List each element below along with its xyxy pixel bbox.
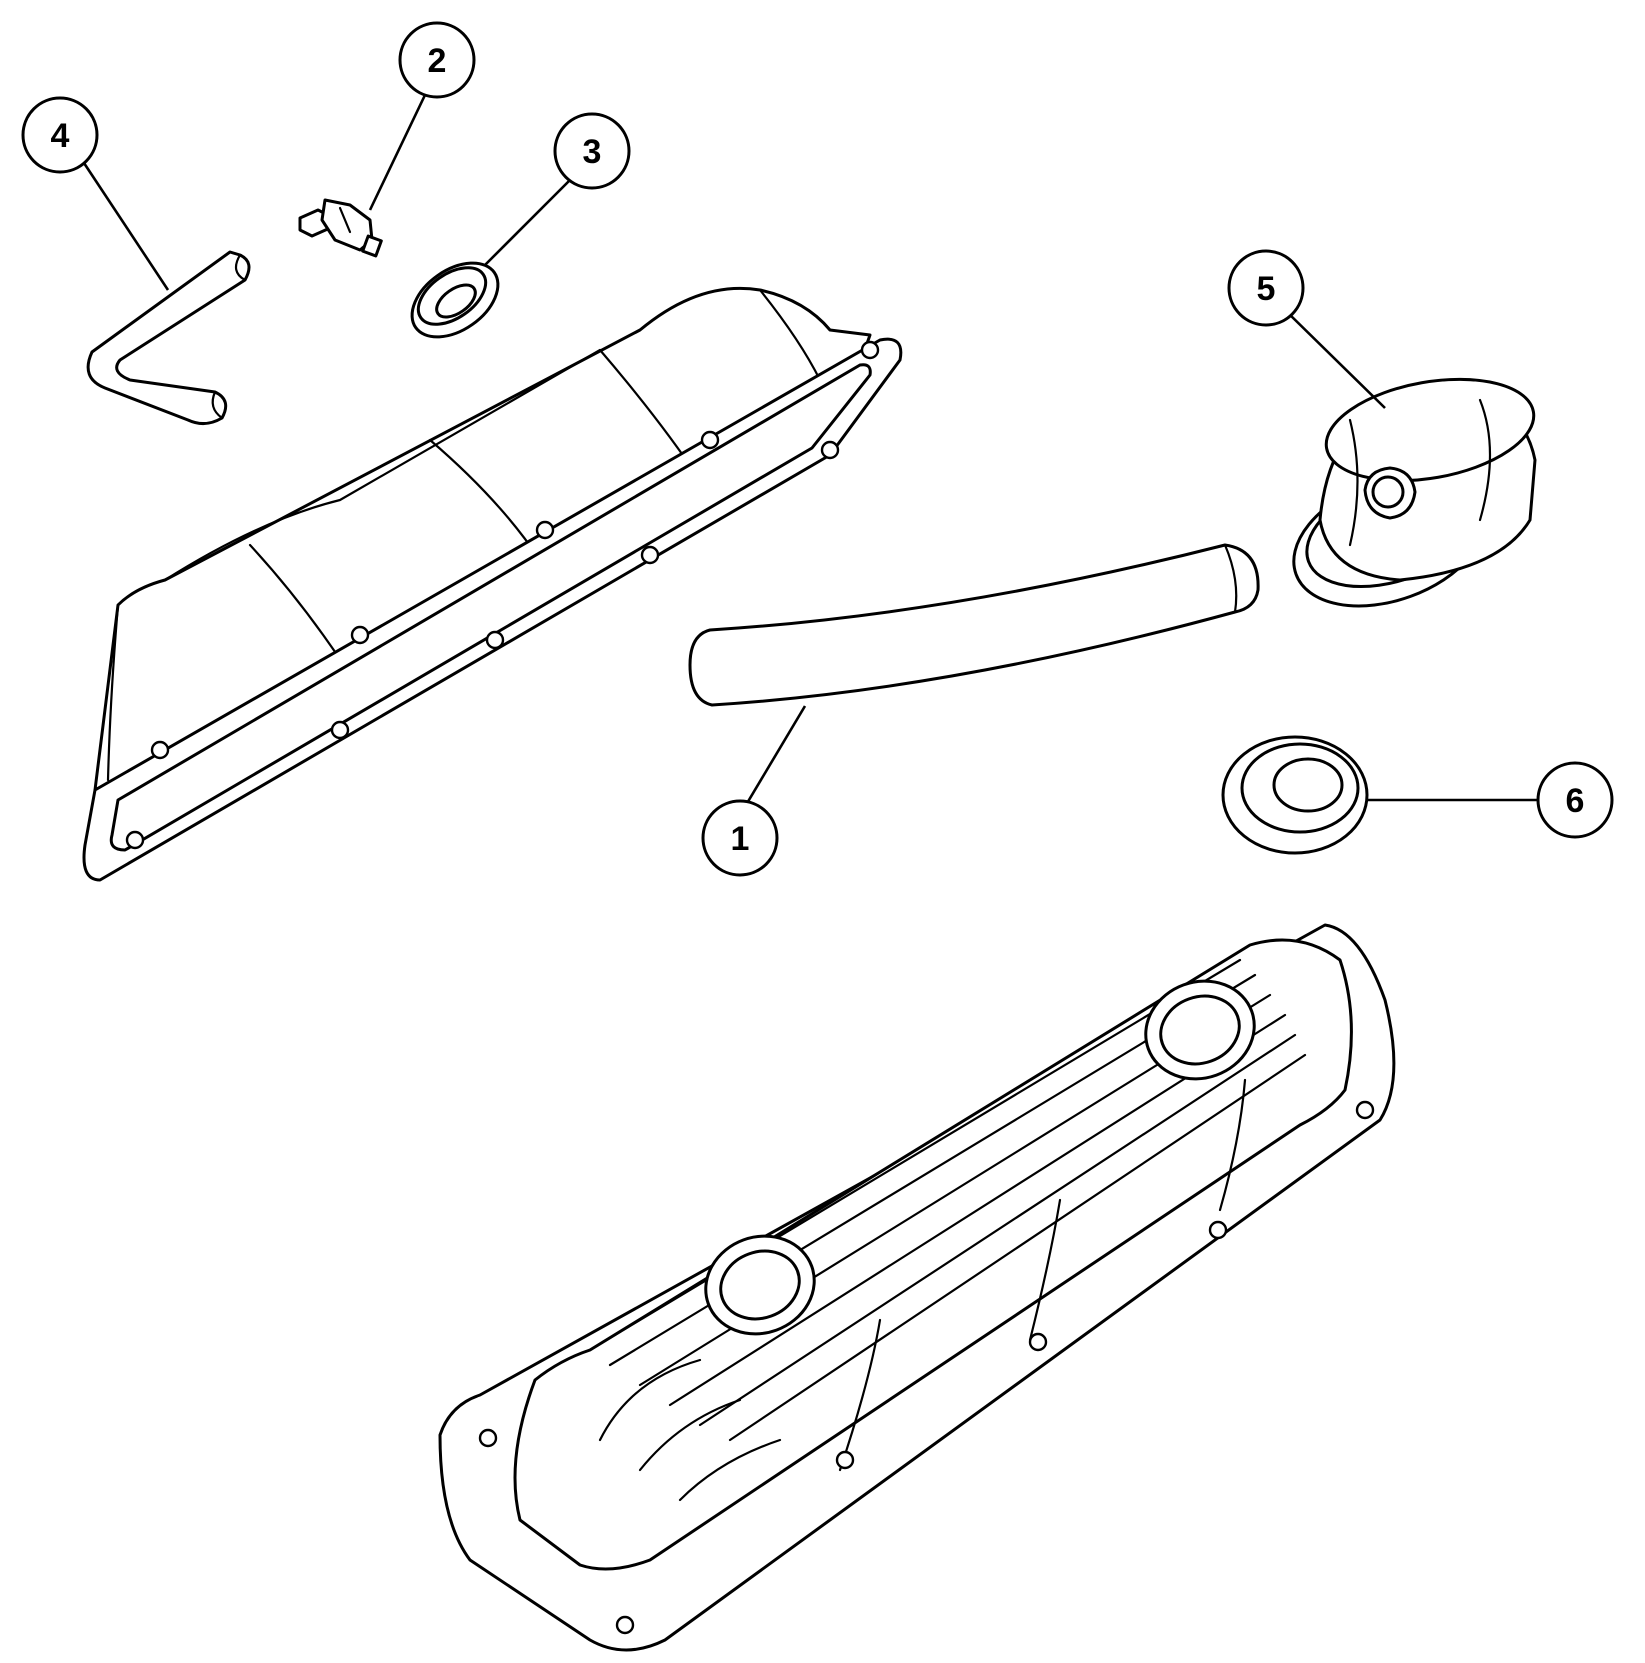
pcv-valve-part	[298, 198, 383, 258]
callout-6: 6	[1536, 761, 1614, 839]
leader-line-4	[80, 159, 170, 291]
callout-5: 5	[1227, 249, 1305, 327]
leader-line-2	[368, 94, 427, 211]
pcv-hose-part	[86, 250, 251, 425]
pcv-grommet-part	[410, 261, 500, 339]
svg-text:2: 2	[428, 42, 447, 80]
callout-2: 2	[398, 21, 476, 99]
svg-text:4: 4	[51, 117, 70, 155]
svg-text:1: 1	[731, 820, 750, 858]
svg-text:5: 5	[1257, 270, 1276, 308]
breather-hose-part	[688, 543, 1260, 707]
leader-line-1	[738, 705, 807, 816]
svg-text:6: 6	[1566, 782, 1585, 820]
callout-4: 4	[21, 96, 99, 174]
leader-line-5	[1284, 309, 1386, 409]
callout-3: 3	[553, 112, 631, 190]
breather-grommet-part	[1221, 735, 1369, 855]
valve-cover-gasket-part	[82, 286, 903, 882]
svg-text:3: 3	[583, 133, 602, 171]
callout-1: 1	[701, 799, 779, 877]
valve-cover-part	[438, 923, 1396, 1652]
leader-line-3	[484, 179, 571, 266]
breather-cap-part	[1292, 377, 1537, 608]
